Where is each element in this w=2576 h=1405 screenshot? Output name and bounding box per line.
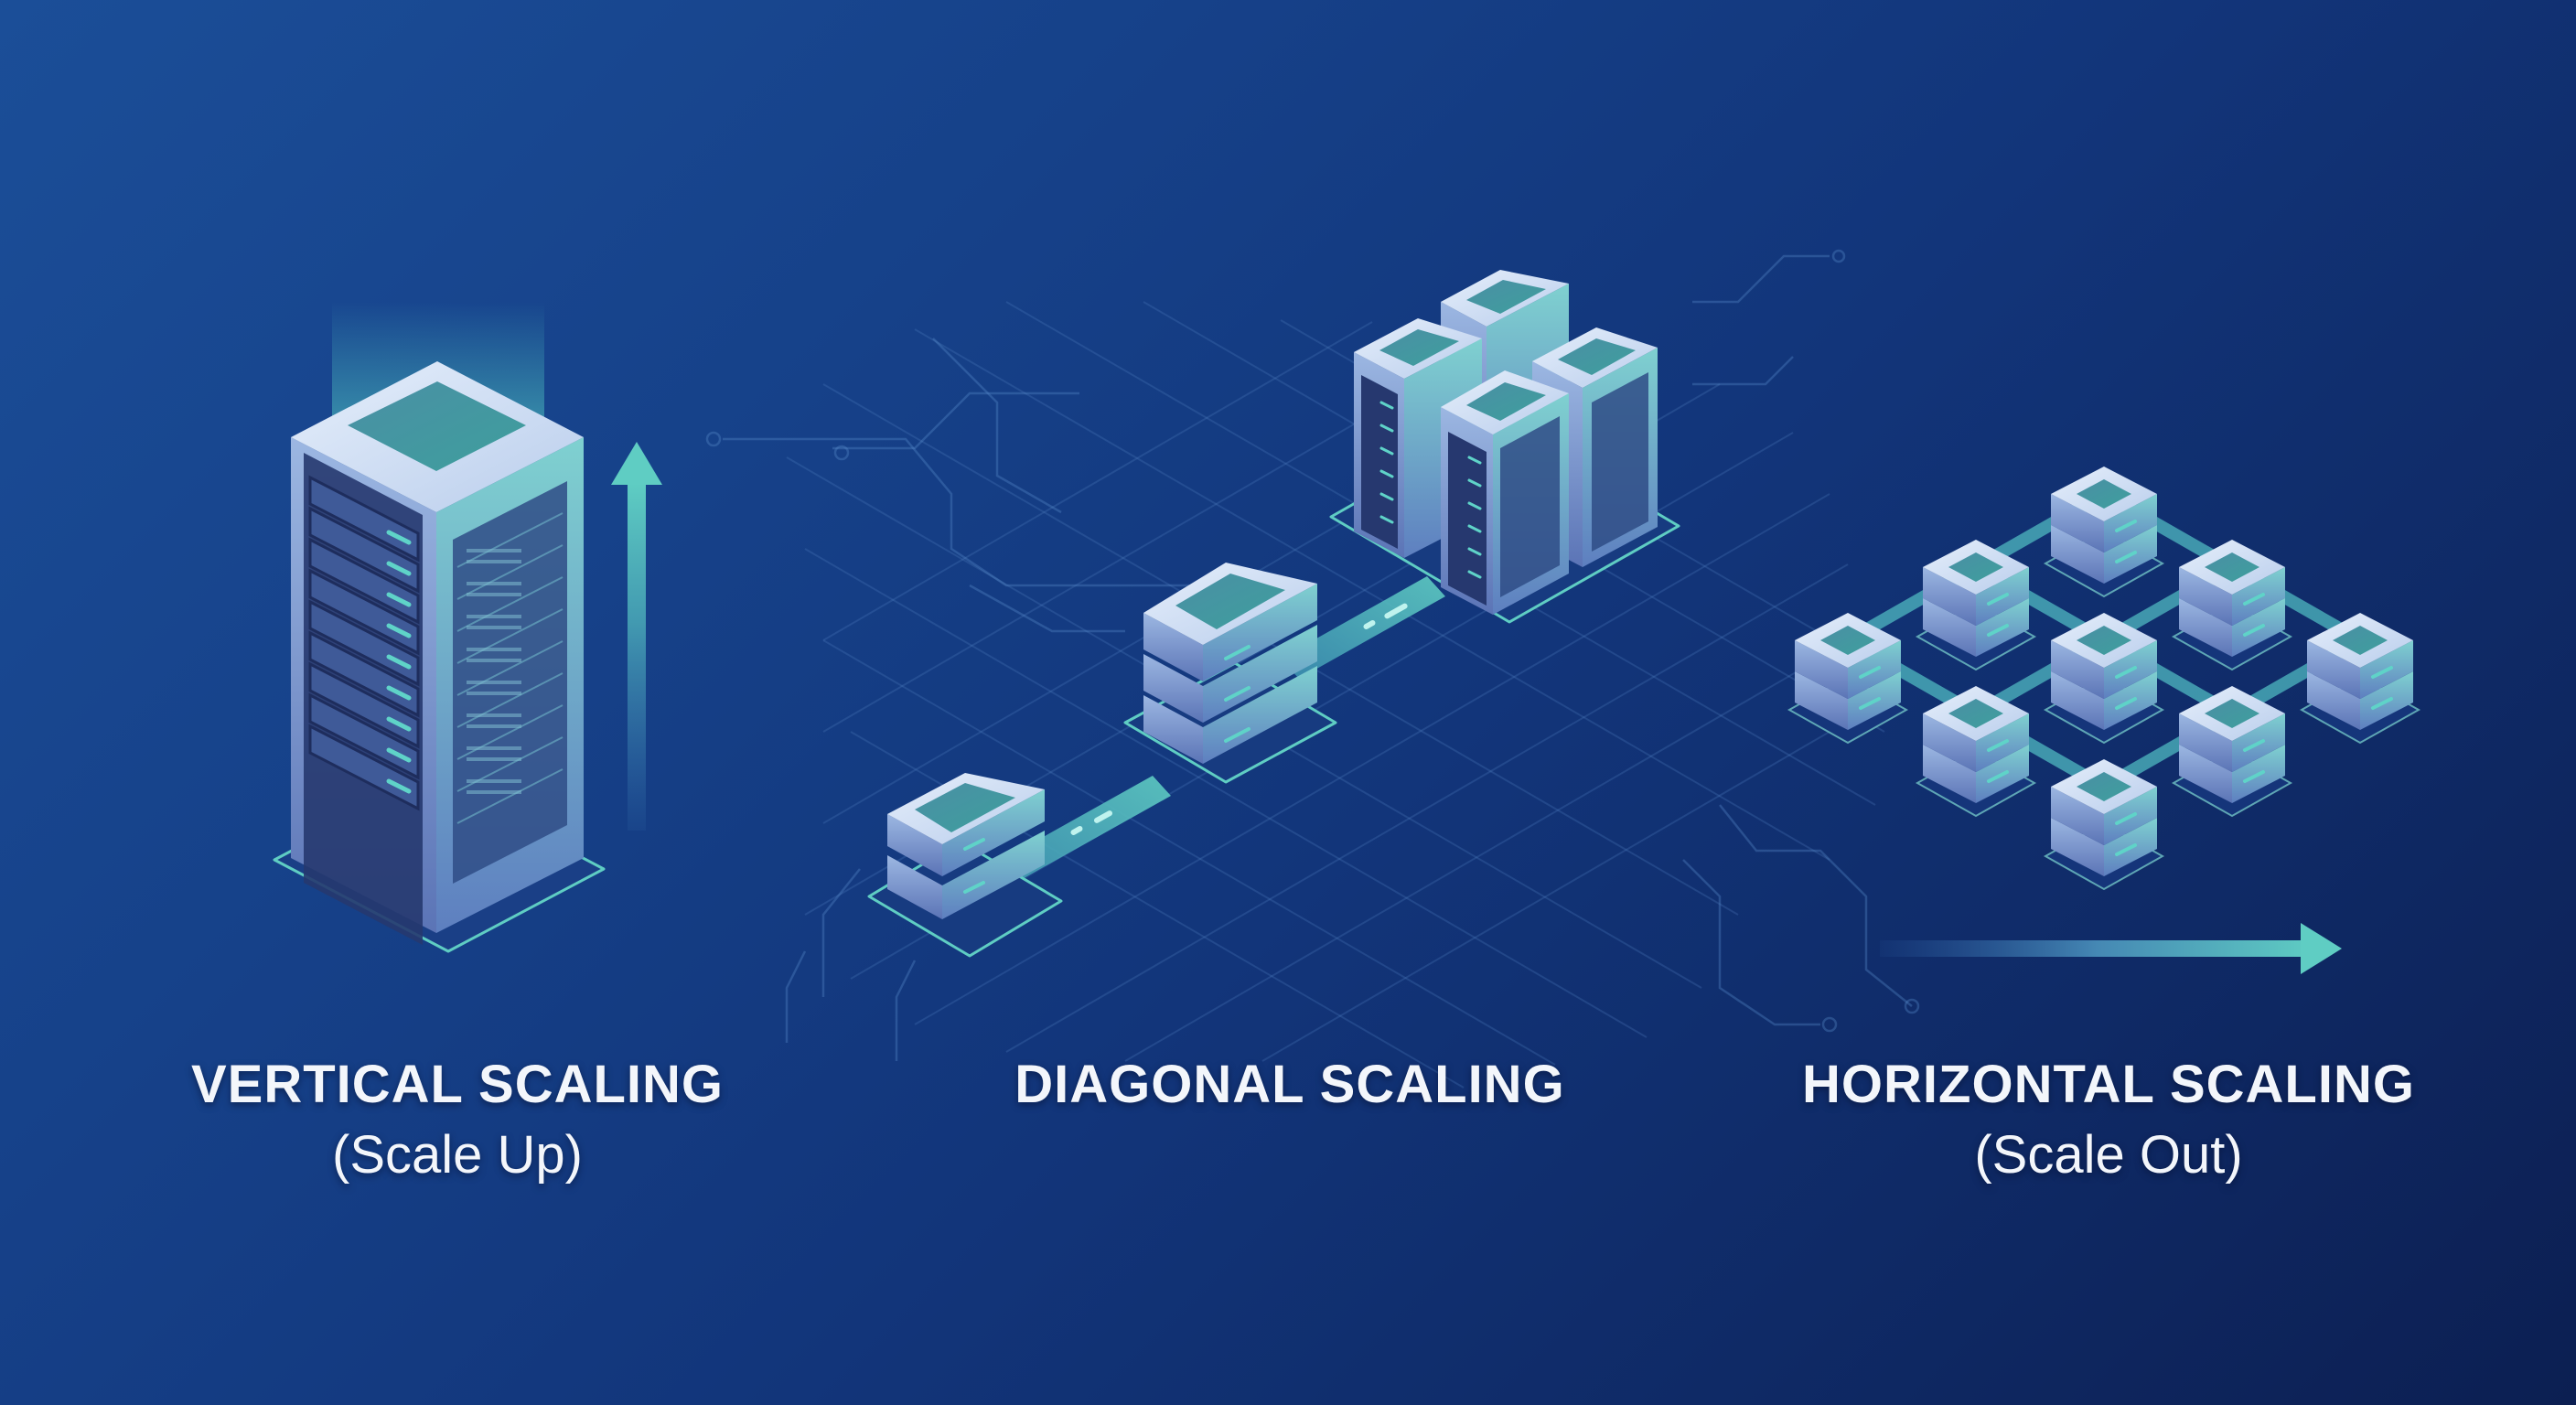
vertical-scaling-subtitle: (Scale Up) <box>332 1125 583 1185</box>
server-node <box>1915 686 2037 818</box>
server-node <box>2171 540 2293 671</box>
diagonal-scaling-title: DIAGONAL SCALING <box>1014 1055 1565 1114</box>
rack-front <box>1441 370 1569 615</box>
server-node <box>2043 613 2165 745</box>
up-arrow-icon <box>611 442 662 831</box>
rack-leds-left <box>386 530 412 794</box>
diagonal-scaling-illustration <box>867 270 1680 958</box>
server-node <box>1915 540 2037 671</box>
server-node <box>2299 613 2421 745</box>
horizontal-scaling-subtitle: (Scale Out) <box>1974 1125 2243 1185</box>
server-node <box>2043 759 2165 891</box>
diagonal-scaling-label: DIAGONAL SCALING <box>988 1054 1592 1116</box>
small-server-stack <box>887 773 1045 919</box>
horizontal-scaling-title: HORIZONTAL SCALING <box>1802 1055 2415 1114</box>
circuit-traces <box>705 249 1920 1061</box>
server-node <box>2171 686 2293 818</box>
right-arrow-icon <box>1880 923 2342 974</box>
horizontal-scaling-label: HORIZONTAL SCALING (Scale Out) <box>1788 1054 2429 1187</box>
vertical-scaling-title: VERTICAL SCALING <box>190 1055 724 1114</box>
vertical-scaling-illustration <box>273 302 662 953</box>
server-node <box>1787 613 1909 745</box>
horizontal-scaling-illustration <box>1787 467 2421 974</box>
top-screen <box>348 381 526 471</box>
medium-server-stack <box>1143 563 1317 764</box>
rack-units-right <box>456 512 564 824</box>
server-rack-cluster <box>1354 270 1658 615</box>
vertical-scaling-label: VERTICAL SCALING (Scale Up) <box>183 1054 732 1187</box>
server-node-grid <box>1787 467 2421 891</box>
rack-units-left <box>308 475 420 811</box>
server-node <box>2043 467 2165 598</box>
rack-vents-right <box>467 549 521 794</box>
